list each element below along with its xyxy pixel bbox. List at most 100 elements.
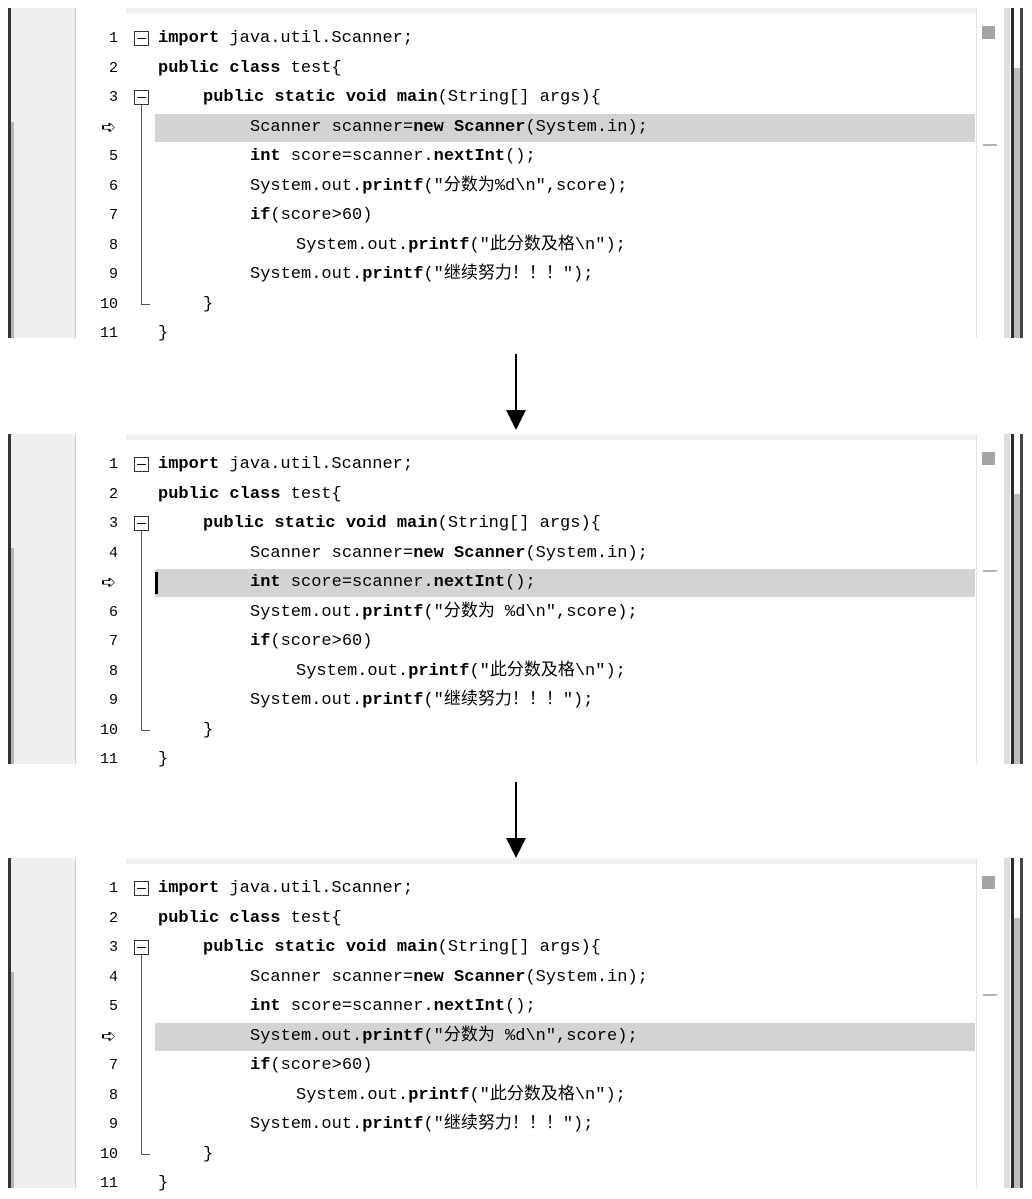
code-keyword: if: [250, 1056, 271, 1075]
collapse-minus-icon[interactable]: [134, 516, 149, 531]
code-line[interactable]: 11}: [0, 319, 1000, 349]
code-text: }: [203, 1140, 213, 1170]
execution-pointer-arrow-icon: ➪: [101, 116, 117, 138]
vertical-scrollbar[interactable]: [976, 434, 1001, 764]
code-text: System.out.printf("继续努力！！！");: [250, 686, 593, 716]
collapse-minus-icon[interactable]: [134, 940, 149, 955]
fold-guide-line: [141, 955, 142, 1154]
scrollbar-thumb[interactable]: [982, 26, 995, 39]
fold-guide-end: [141, 303, 150, 305]
code-line[interactable]: 2 public class test{: [0, 54, 1000, 84]
code-text: System.out.printf("分数为 %d\n",score);: [250, 1022, 638, 1052]
code-token: System.out.: [250, 265, 363, 284]
code-keyword: if: [250, 206, 271, 225]
code-line[interactable]: 10}: [0, 1140, 1000, 1170]
fold-guide-line: [141, 105, 142, 304]
line-number: 1: [108, 880, 118, 897]
line-number: 7: [108, 1057, 118, 1074]
code-line[interactable]: 4 Scanner scanner=new Scanner(System.in);: [0, 539, 1000, 569]
code-text: System.out.printf("此分数及格\n");: [296, 657, 626, 687]
right-window-border: [1020, 858, 1023, 1188]
line-number: 2: [108, 59, 118, 77]
line-number: 7: [108, 207, 118, 224]
text-caret: [155, 572, 158, 594]
code-line[interactable]: 11}: [0, 1169, 1000, 1199]
code-keyword: printf: [362, 691, 424, 710]
code-token: (System.in);: [525, 117, 648, 137]
code-token: ("此分数及格\n");: [469, 1085, 626, 1105]
collapse-minus-icon[interactable]: [134, 31, 149, 46]
line-number: 2: [108, 485, 118, 503]
line-number: 5: [108, 998, 118, 1015]
code-token: }: [203, 720, 214, 740]
code-line[interactable]: 11}: [0, 745, 1000, 775]
code-keyword: printf: [362, 602, 424, 622]
code-text: if(score>60): [250, 201, 372, 231]
line-number: 4: [108, 544, 118, 562]
scrollbar-marker: [983, 144, 997, 146]
code-text: System.out.printf("分数为%d\n",score);: [250, 172, 627, 202]
code-token: (score>60): [270, 206, 373, 225]
code-token: (String[] args){: [437, 514, 601, 533]
code-token: ();: [505, 997, 536, 1016]
scrollbar-thumb[interactable]: [982, 452, 995, 465]
right-panel-strip: [1004, 434, 1010, 764]
code-text: if(score>60): [250, 627, 372, 657]
line-number: 1: [108, 30, 118, 47]
code-line[interactable]: 7 if(score>60): [0, 201, 1000, 231]
collapse-minus-icon[interactable]: [134, 90, 149, 105]
vertical-scrollbar[interactable]: [976, 8, 1001, 338]
code-keyword: new Scanner: [413, 543, 526, 563]
right-window-border: [1011, 858, 1014, 1188]
code-line[interactable]: ➪int score=scanner.nextInt();: [0, 568, 1000, 598]
code-token: score=scanner.: [280, 573, 434, 592]
code-token: Scanner scanner=: [250, 967, 414, 987]
scrollbar-thumb[interactable]: [982, 876, 995, 889]
code-token: System.out.: [296, 235, 409, 255]
code-line[interactable]: ➪Scanner scanner=new Scanner(System.in);: [0, 113, 1000, 143]
editor-top-strip: [126, 8, 976, 14]
line-number: 3: [108, 89, 118, 106]
right-window-border: [1011, 434, 1014, 764]
line-number: 8: [108, 1086, 118, 1104]
vertical-scrollbar[interactable]: [976, 858, 1001, 1188]
code-token: ();: [505, 573, 536, 592]
right-window-border: [1020, 8, 1023, 338]
code-keyword: public static void main: [203, 514, 438, 533]
code-keyword: printf: [362, 1115, 424, 1134]
code-token: test{: [280, 58, 342, 78]
line-number: 11: [99, 325, 118, 342]
code-line[interactable]: ➪System.out.printf("分数为 %d\n",score);: [0, 1022, 1000, 1052]
code-line[interactable]: 10}: [0, 716, 1000, 746]
code-text: public class test{: [158, 904, 342, 934]
code-token: System.out.: [250, 1115, 363, 1134]
code-token: ("分数为%d\n",score);: [423, 176, 628, 196]
collapse-minus-icon[interactable]: [134, 457, 149, 472]
code-keyword: public class: [158, 58, 281, 78]
line-number-gutter: [75, 434, 127, 764]
collapse-minus-icon[interactable]: [134, 881, 149, 896]
code-text: Scanner scanner=new Scanner(System.in);: [250, 539, 648, 569]
code-line[interactable]: 10}: [0, 290, 1000, 320]
